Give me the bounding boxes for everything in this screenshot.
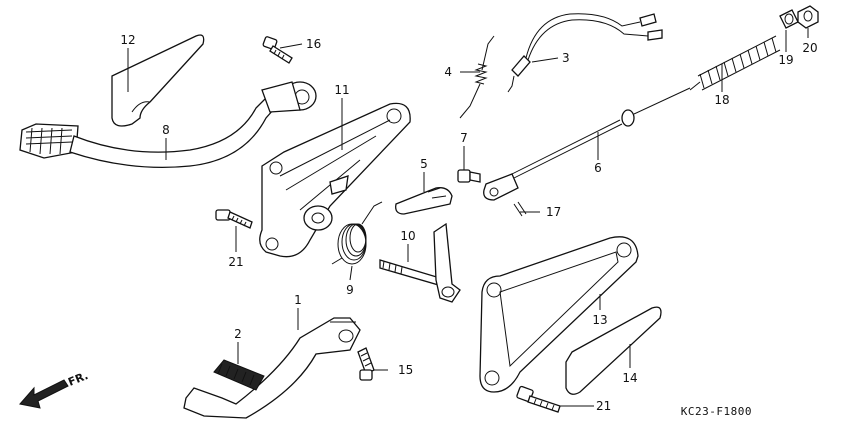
front-direction-indicator: FR. — [19, 369, 90, 409]
label-part-19: 19 — [778, 53, 793, 67]
part-11-step-holder — [259, 102, 411, 258]
part-1-shift-pedal — [183, 317, 361, 419]
label-part-16: 16 — [306, 37, 321, 51]
part-9-spring — [331, 201, 383, 265]
label-part-18: 18 — [714, 93, 729, 107]
part-16-bolt — [262, 36, 293, 64]
part-labels: 12 8 16 11 4 3 5 7 6 17 18 19 20 21 9 10… — [120, 33, 817, 413]
part-20-nut — [797, 5, 819, 29]
part-19-collar — [779, 9, 799, 29]
label-part-11: 11 — [334, 83, 349, 97]
diagram-code: KC23-F1800 — [681, 405, 752, 418]
part-3-switch — [507, 13, 663, 93]
label-part-3: 3 — [562, 51, 570, 65]
label-part-21-lower: 21 — [596, 399, 611, 413]
front-label: FR. — [66, 369, 90, 389]
label-part-4: 4 — [444, 65, 452, 79]
leader-lines — [127, 28, 809, 407]
label-part-5: 5 — [420, 157, 428, 171]
label-part-8: 8 — [162, 123, 170, 137]
front-arrow-icon — [19, 379, 69, 409]
label-part-17: 17 — [546, 205, 561, 219]
part-7-pin — [457, 169, 481, 183]
part-12-plate — [111, 34, 205, 127]
label-part-15: 15 — [398, 363, 413, 377]
part-5-stopper — [395, 187, 453, 215]
label-part-14: 14 — [622, 371, 637, 385]
part-18-spring — [689, 35, 781, 91]
part-6-rod — [483, 87, 691, 201]
part-13-step-holder — [479, 236, 639, 393]
part-15-bolt — [357, 347, 375, 381]
label-part-20: 20 — [802, 41, 817, 55]
part-17-cotter — [513, 201, 527, 217]
label-part-10: 10 — [400, 229, 415, 243]
part-2-rubber — [213, 359, 265, 391]
label-part-6: 6 — [594, 161, 602, 175]
part-21-bolt-lower — [516, 385, 561, 413]
part-8-brake-pedal — [19, 81, 317, 169]
label-part-7: 7 — [460, 131, 468, 145]
label-part-1: 1 — [294, 293, 302, 307]
label-part-9: 9 — [346, 283, 354, 297]
part-14-plate — [565, 306, 662, 395]
part-10-shaft — [379, 222, 461, 303]
label-part-2: 2 — [234, 327, 242, 341]
part-4-return-spring — [459, 35, 495, 119]
label-part-12: 12 — [120, 33, 135, 47]
label-part-13: 13 — [592, 313, 607, 327]
part-21-bolt-upper — [215, 209, 253, 229]
label-part-21-upper: 21 — [228, 255, 243, 269]
